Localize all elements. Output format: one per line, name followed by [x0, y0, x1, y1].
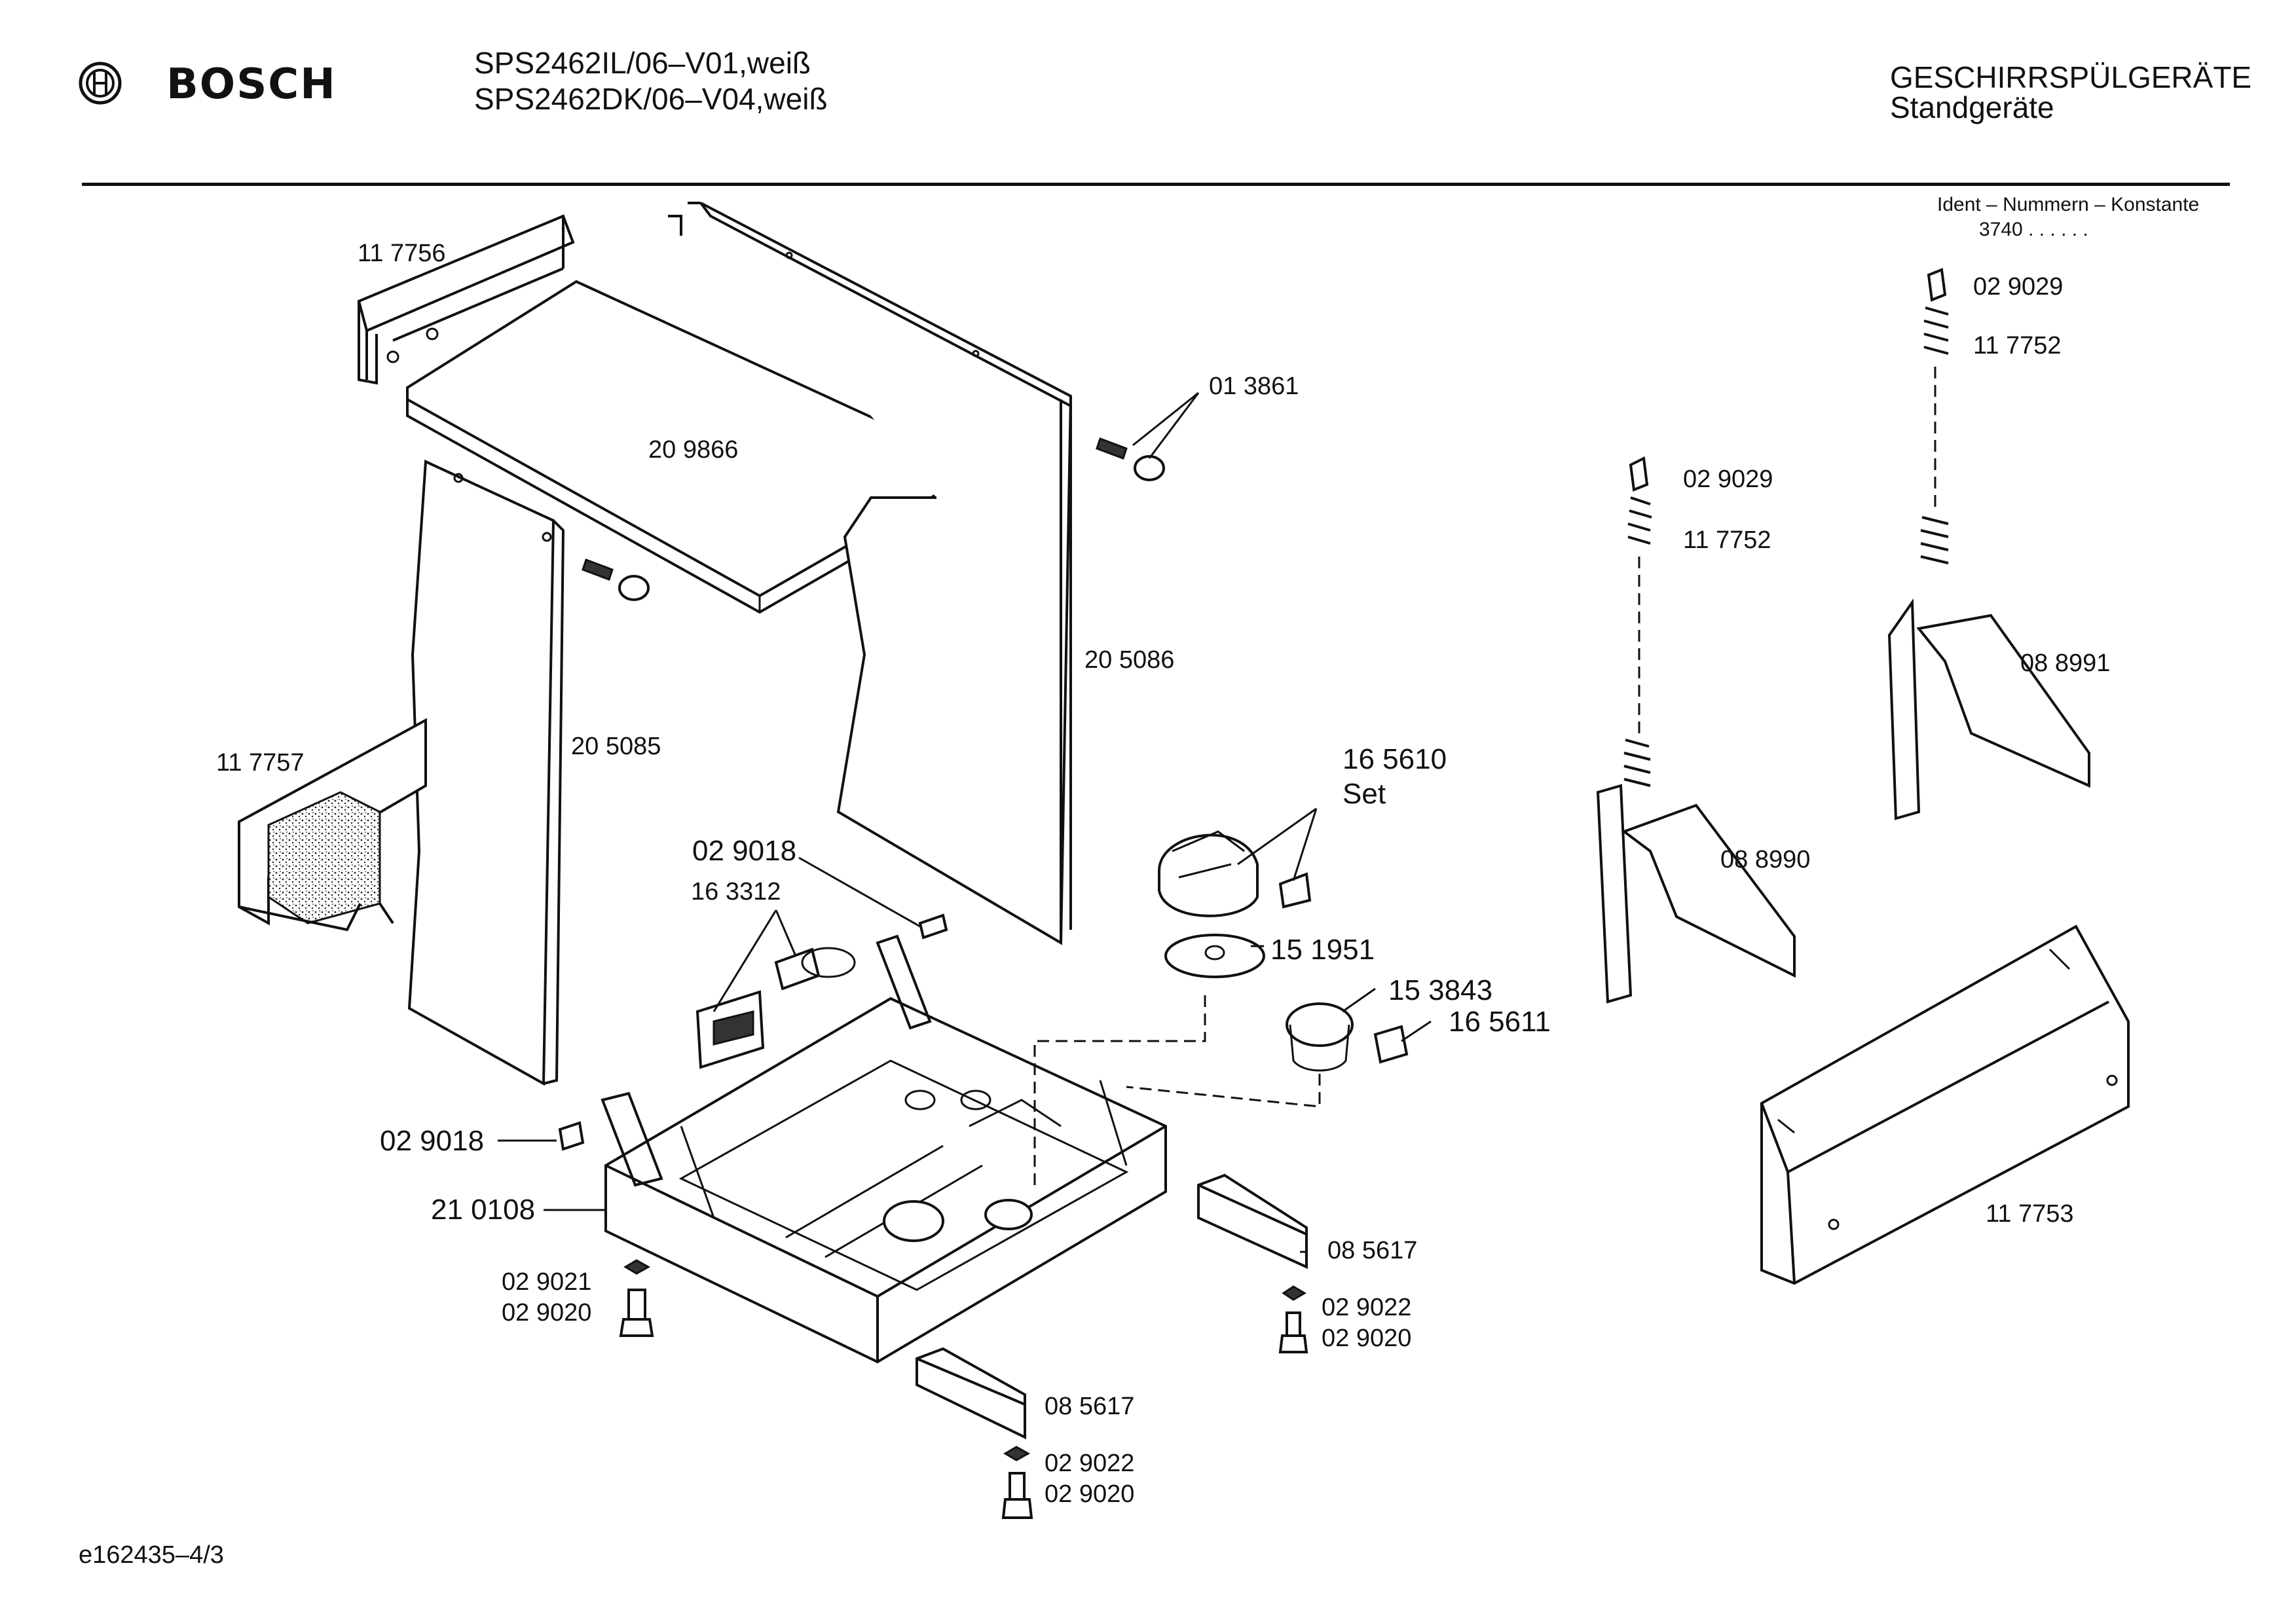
part-label: 16 5611 [1449, 1006, 1551, 1038]
part-label: 21 0108 [431, 1194, 536, 1226]
clip-029018-icon [558, 913, 948, 1151]
base-tub-210108 [601, 934, 1167, 1364]
part-label: 15 1951 [1270, 934, 1375, 966]
part-label: Set [1342, 778, 1386, 810]
part-label: 02 9022 [1322, 1294, 1412, 1321]
kickplate-117753 [1760, 925, 2130, 1285]
rail-117756 [357, 214, 575, 385]
hinge-088991 [1887, 268, 2090, 820]
bosch-logo-icon [79, 62, 122, 105]
part-label: 11 7752 [1683, 526, 1771, 554]
ident-label: Ident – Nummern – Konstante [1937, 194, 2200, 215]
part-label: 11 7756 [358, 240, 446, 267]
part-label: 02 9020 [1322, 1325, 1412, 1352]
model-line-1: SPS2462IL/06–V01,weiß [474, 46, 811, 80]
part-label: 20 5086 [1084, 646, 1175, 674]
part-label: 02 9018 [692, 835, 797, 867]
part-label: 15 3843 [1388, 974, 1493, 1006]
part-label: 02 9018 [380, 1125, 485, 1157]
part-label: 11 7752 [1973, 332, 2062, 359]
disk-151951 [1164, 934, 1265, 978]
header-divider [82, 183, 2230, 186]
part-label: 16 5610 [1342, 743, 1447, 775]
dispenser-165610 [1158, 830, 1312, 917]
part-label: 11 7757 [216, 749, 305, 777]
part-label: 01 3861 [1209, 373, 1299, 400]
part-label: 08 5617 [1327, 1237, 1418, 1264]
part-label: 02 9020 [1045, 1480, 1135, 1508]
bracket-117757 [238, 718, 427, 932]
part-label: 16 3312 [691, 878, 781, 906]
part-label: 08 8991 [2020, 650, 2111, 677]
ident-value: 3740 . . . . . . [1979, 219, 2088, 240]
screw-013861-icon [582, 437, 1165, 601]
hinge-088990 [1596, 456, 1796, 1004]
foot-screw-icon [619, 1259, 1308, 1519]
side-panel-205085 [407, 459, 565, 1086]
part-label: 20 5085 [571, 733, 661, 760]
part-label: 02 9029 [1683, 466, 1773, 493]
part-label: 08 8990 [1720, 846, 1811, 873]
part-label: 08 5617 [1045, 1393, 1135, 1420]
part-label: 20 9866 [648, 436, 739, 464]
foot-rail-085617 [916, 1173, 1308, 1440]
drawing-id: e162435–4/3 [79, 1541, 224, 1569]
rear-wall-205086 [668, 202, 1073, 945]
category-title: GESCHIRRSPÜLGERÄTE [1890, 60, 2252, 94]
leader-lines [498, 392, 1432, 1253]
part-label: 11 7753 [1986, 1200, 2074, 1228]
part-label: 02 9029 [1973, 273, 2064, 301]
float-153843 [1286, 1002, 1409, 1072]
part-label: 02 9020 [502, 1299, 592, 1327]
brand-name: BOSCH [166, 60, 337, 109]
part-label: 02 9021 [502, 1268, 592, 1296]
category-subtitle: Standgeräte [1890, 90, 2054, 124]
part-label: 02 9022 [1045, 1450, 1135, 1477]
model-line-2: SPS2462DK/06–V04,weiß [474, 82, 828, 116]
